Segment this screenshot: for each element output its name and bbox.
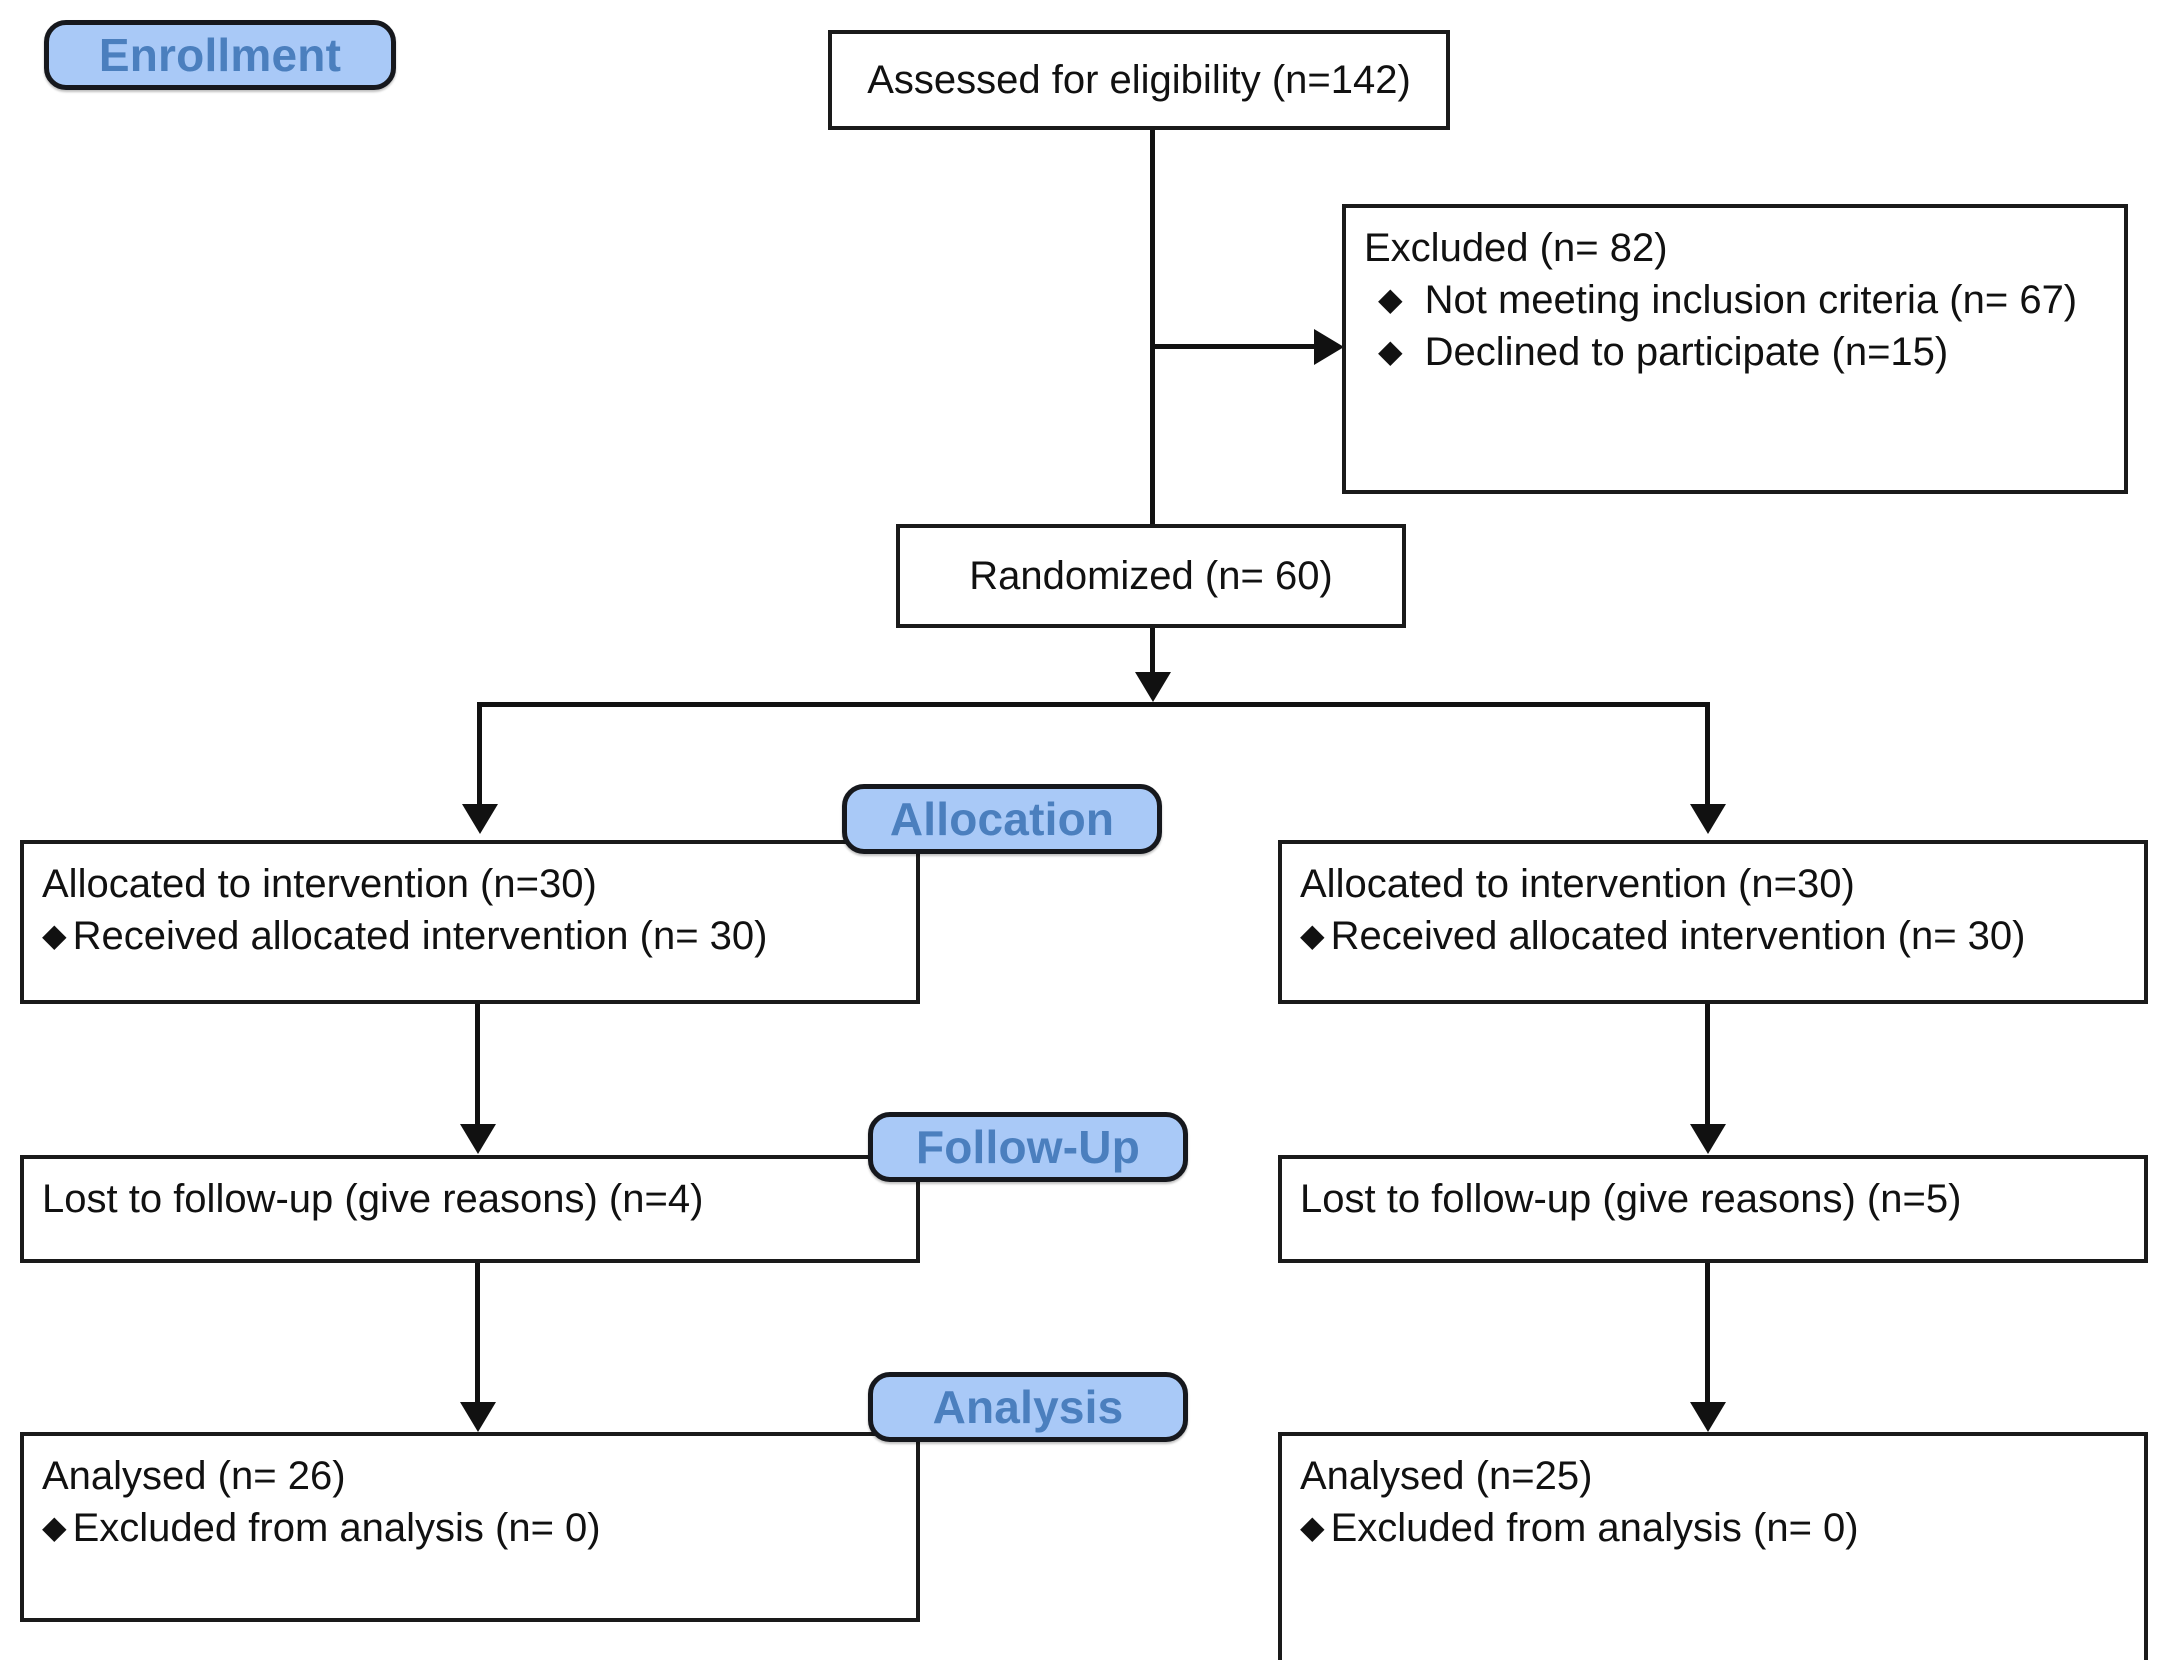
stage-badge-enrollment-label: Enrollment [98, 29, 342, 81]
connector-split-to-left-allocation [477, 702, 482, 810]
connector-assessed-to-excluded [1150, 344, 1318, 349]
connector-randomized-to-split [1150, 628, 1155, 678]
stage-badge-analysis: Analysis [868, 1372, 1188, 1442]
left-allocation-heading: Allocated to intervention (n=30) [42, 862, 597, 906]
arrowhead-left-analysis [460, 1402, 496, 1432]
randomized-text: Randomized (n= 60) [969, 554, 1333, 598]
left-follow-up-heading: Lost to follow-up (give reasons) (n=4) [42, 1177, 704, 1221]
stage-badge-allocation-label: Allocation [889, 793, 1115, 845]
connector-right-followup-to-analysis [1705, 1263, 1710, 1405]
arrowhead-to-excluded [1314, 329, 1344, 365]
connector-right-allocation-to-followup [1705, 1004, 1710, 1126]
arrowhead-right-followup [1690, 1124, 1726, 1154]
right-analysis-heading: Analysed (n=25) [1300, 1454, 1593, 1498]
box-right-analysis: Analysed (n=25) ◆Excluded from analysis … [1278, 1432, 2148, 1660]
diamond-bullet-icon: ◆ [1300, 917, 1325, 953]
arrowhead-right-analysis [1690, 1402, 1726, 1432]
diamond-bullet-icon: ◆ [1378, 333, 1403, 369]
right-allocation-heading: Allocated to intervention (n=30) [1300, 862, 1855, 906]
box-left-analysis: Analysed (n= 26) ◆Excluded from analysis… [20, 1432, 920, 1622]
connector-split-to-right-allocation [1705, 702, 1710, 810]
arrowhead-randomized-split [1135, 672, 1171, 702]
box-excluded: Excluded (n= 82) ◆ Not meeting inclusion … [1342, 204, 2128, 494]
stage-badge-follow-up: Follow-Up [868, 1112, 1188, 1182]
box-randomized: Randomized (n= 60) [896, 524, 1406, 628]
stage-badge-follow-up-label: Follow-Up [915, 1121, 1141, 1173]
diamond-bullet-icon: ◆ [42, 917, 67, 953]
arrowhead-left-allocation [462, 804, 498, 834]
connector-left-followup-to-analysis [475, 1263, 480, 1405]
left-allocation-item-text: Received allocated intervention (n= 30) [72, 914, 768, 958]
excluded-reason-text: Declined to participate (n=15) [1424, 330, 1949, 374]
assessed-for-eligibility-text: Assessed for eligibility (n=142) [867, 58, 1411, 102]
right-allocation-item-text: Received allocated intervention (n= 30) [1330, 914, 2026, 958]
arrowhead-right-allocation [1690, 804, 1726, 834]
excluded-reason-item: ◆ Not meeting inclusion criteria (n= 67) [1364, 274, 2106, 326]
right-allocation-item: ◆Received allocated intervention (n= 30) [1300, 910, 2126, 962]
left-analysis-item: ◆Excluded from analysis (n= 0) [42, 1502, 898, 1554]
left-analysis-heading: Analysed (n= 26) [42, 1454, 346, 1498]
connector-assessed-to-randomized [1150, 130, 1155, 526]
stage-badge-allocation: Allocation [842, 784, 1162, 854]
connector-left-allocation-to-followup [475, 1004, 480, 1126]
diamond-bullet-icon: ◆ [1300, 1509, 1325, 1545]
right-follow-up-heading: Lost to follow-up (give reasons) (n=5) [1300, 1177, 1962, 1221]
excluded-reason-text: Not meeting inclusion criteria (n= 67) [1424, 278, 2078, 322]
arrowhead-left-followup [460, 1124, 496, 1154]
excluded-reason-item: ◆ Declined to participate (n=15) [1364, 326, 2106, 378]
stage-badge-enrollment: Enrollment [44, 20, 396, 90]
box-right-allocation: Allocated to intervention (n=30) ◆Receiv… [1278, 840, 2148, 1004]
box-left-follow-up: Lost to follow-up (give reasons) (n=4) [20, 1155, 920, 1263]
connector-split-bar [477, 702, 1710, 707]
right-analysis-item-text: Excluded from analysis (n= 0) [1330, 1506, 1859, 1550]
excluded-heading: Excluded (n= 82) [1364, 226, 1668, 270]
right-analysis-item: ◆Excluded from analysis (n= 0) [1300, 1502, 2126, 1554]
left-allocation-item: ◆Received allocated intervention (n= 30) [42, 910, 898, 962]
box-assessed-for-eligibility: Assessed for eligibility (n=142) [828, 30, 1450, 130]
diamond-bullet-icon: ◆ [42, 1509, 67, 1545]
box-left-allocation: Allocated to intervention (n=30) ◆Receiv… [20, 840, 920, 1004]
box-right-follow-up: Lost to follow-up (give reasons) (n=5) [1278, 1155, 2148, 1263]
left-analysis-item-text: Excluded from analysis (n= 0) [72, 1506, 601, 1550]
diamond-bullet-icon: ◆ [1378, 281, 1403, 317]
stage-badge-analysis-label: Analysis [932, 1381, 1124, 1433]
